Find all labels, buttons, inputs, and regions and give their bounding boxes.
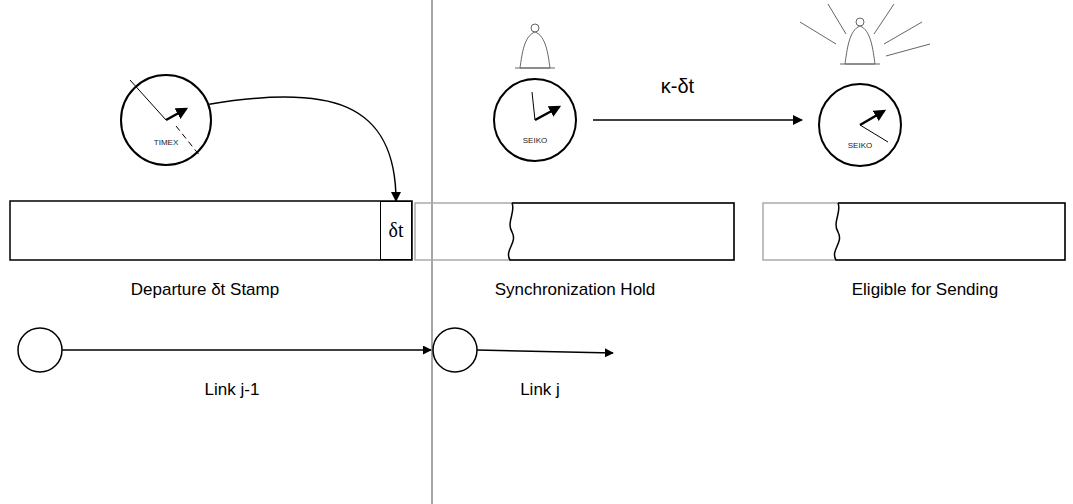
- clock-face: SEIKO: [818, 83, 902, 167]
- bell-symbol: [515, 68, 555, 69]
- bell-ray: [800, 22, 836, 44]
- packet-box: [763, 203, 1065, 260]
- connector-arrow: [593, 119, 802, 121]
- link-label: Link j-1: [205, 380, 260, 400]
- bell-symbol: [531, 24, 539, 32]
- clock-face: SEIKO: [493, 78, 577, 162]
- clock-brand: SEIKO: [495, 136, 575, 145]
- clock-brand: SEIKO: [820, 141, 900, 150]
- router-node: [18, 328, 62, 372]
- clock-hand: [176, 126, 200, 156]
- clock-hand: [535, 107, 559, 120]
- clock-hand: [532, 92, 535, 120]
- packet-box: [415, 203, 734, 260]
- clock-face: TIMEX: [120, 74, 212, 166]
- connector-arrow: [209, 97, 396, 201]
- bell-ray: [828, 4, 846, 34]
- timestamp-text: δt: [389, 219, 404, 242]
- router-node: [433, 328, 477, 372]
- clock-hand: [860, 111, 884, 125]
- stage-label: Eligible for Sending: [852, 280, 998, 300]
- timestamp-field: δt: [380, 201, 412, 260]
- packet-box: [10, 201, 412, 260]
- clock-brand: TIMEX: [122, 138, 210, 147]
- divider-line: [431, 0, 433, 504]
- bell-ray: [884, 22, 922, 44]
- stage-label: Synchronization Hold: [495, 280, 656, 300]
- packet-box: [508, 203, 734, 260]
- packet-box: [834, 203, 1065, 260]
- bell-symbol: [856, 18, 864, 26]
- bell-symbol: [520, 32, 550, 68]
- clock-hand: [166, 109, 186, 120]
- bell-symbol: [840, 64, 880, 65]
- clock-hand: [860, 125, 888, 142]
- edge-label: κ-δt: [659, 75, 696, 98]
- link-arrow: [477, 350, 613, 353]
- link-arrow: [62, 349, 431, 351]
- bell-ray: [886, 44, 930, 56]
- bell-symbol: [845, 26, 875, 64]
- link-label: Link j: [520, 380, 560, 400]
- bell-ray: [874, 4, 894, 34]
- stage-label: Departure δt Stamp: [131, 280, 279, 300]
- clock-hand: [130, 80, 166, 120]
